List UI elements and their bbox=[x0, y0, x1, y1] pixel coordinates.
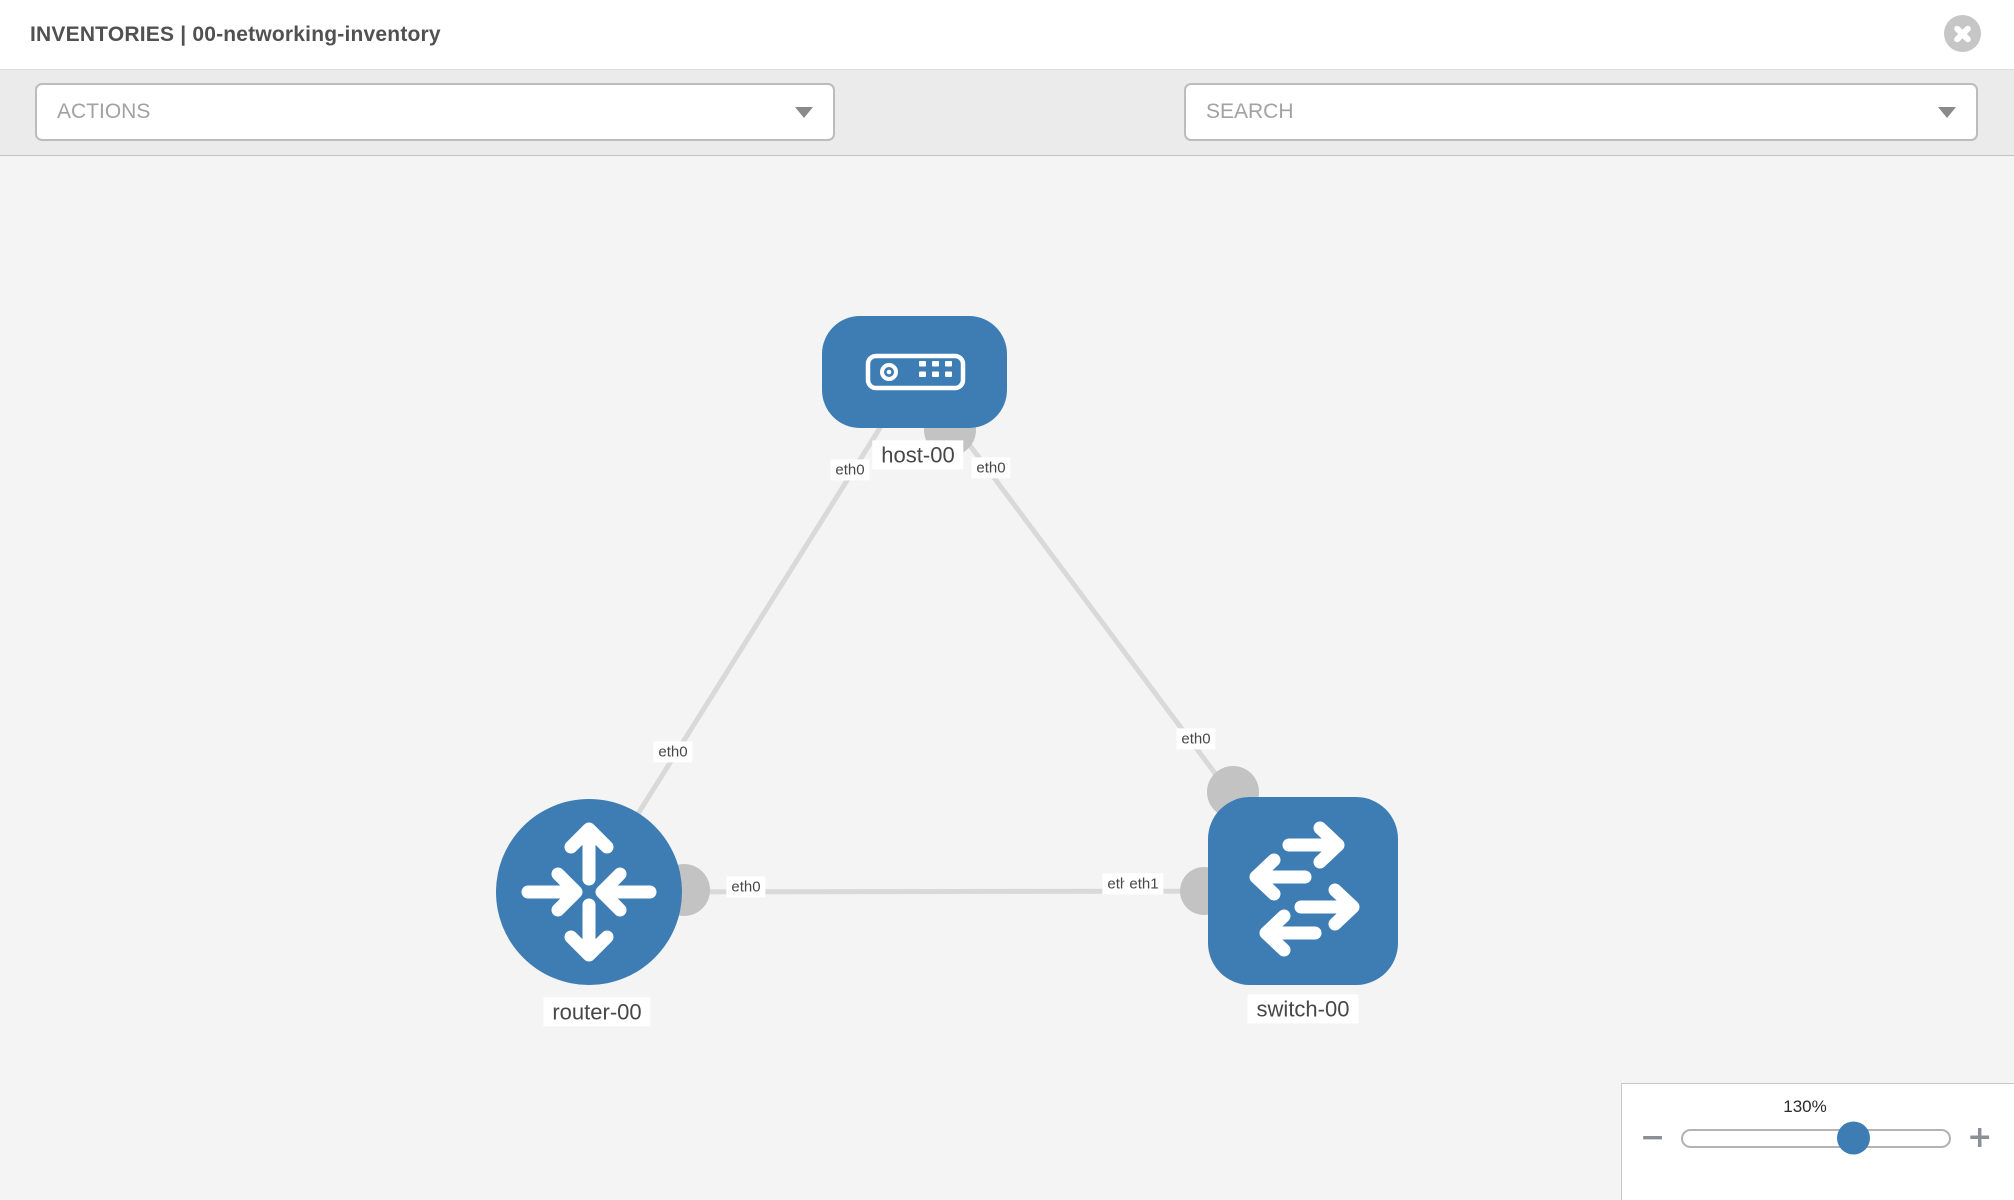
zoom-slider-handle[interactable] bbox=[1837, 1121, 1871, 1155]
interface-label: eth0 bbox=[971, 457, 1011, 479]
chevron-down-icon bbox=[795, 106, 813, 118]
interface-label: eth0 bbox=[653, 741, 693, 763]
router-arrows-icon bbox=[521, 822, 657, 962]
zoom-panel: 130% − + bbox=[1621, 1083, 2014, 1200]
node-switch-00[interactable] bbox=[1208, 797, 1398, 985]
interface-label: eth0 bbox=[830, 459, 870, 481]
node-label-host: host-00 bbox=[872, 440, 964, 470]
actions-dropdown[interactable]: ACTIONS bbox=[35, 83, 835, 141]
search-dropdown-label: SEARCH bbox=[1206, 100, 1294, 123]
link-host-router[interactable] bbox=[586, 370, 918, 894]
zoom-in-button[interactable]: + bbox=[1967, 1120, 1993, 1155]
node-router-00[interactable] bbox=[496, 799, 682, 985]
node-label-switch: switch-00 bbox=[1247, 994, 1359, 1024]
zoom-out-button[interactable]: − bbox=[1640, 1120, 1666, 1155]
topology-canvas[interactable]: host-00 router-00 switch-00 eth0 eth0 et… bbox=[0, 156, 2014, 1200]
node-host-00[interactable] bbox=[822, 316, 1007, 428]
search-dropdown[interactable]: SEARCH bbox=[1184, 83, 1978, 141]
switch-arrows-icon bbox=[1249, 821, 1360, 957]
interface-label: eth0 bbox=[1176, 728, 1216, 750]
topology-svg bbox=[496, 316, 1398, 985]
actions-dropdown-label: ACTIONS bbox=[57, 100, 151, 123]
host-device-icon bbox=[865, 353, 966, 391]
panel-header: INVENTORIES | 00-networking-inventory bbox=[0, 0, 2014, 70]
close-button[interactable] bbox=[1944, 15, 1981, 52]
toolbar: ACTIONS SEARCH bbox=[0, 70, 2014, 200]
page-title: INVENTORIES | 00-networking-inventory bbox=[30, 22, 441, 46]
chevron-down-icon bbox=[1938, 106, 1956, 118]
zoom-slider[interactable] bbox=[1681, 1121, 1952, 1155]
interface-label: eth0 bbox=[726, 876, 766, 898]
zoom-level-value: 130% bbox=[1783, 1097, 1827, 1116]
interface-label: eth1 bbox=[1124, 873, 1164, 895]
node-label-router: router-00 bbox=[543, 997, 651, 1027]
ports-layer bbox=[658, 404, 1259, 916]
